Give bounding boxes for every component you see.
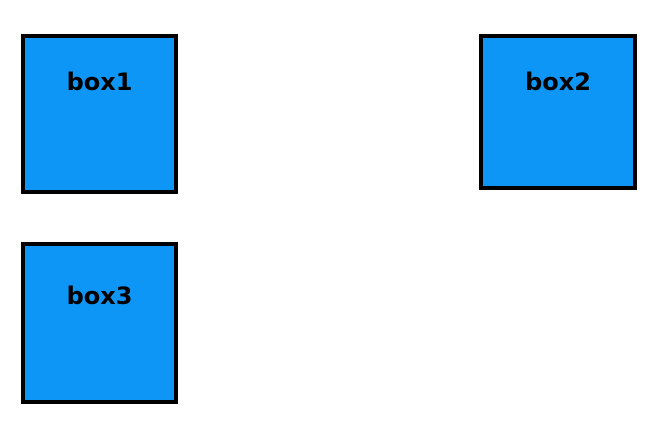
box-box1[interactable]: box1	[21, 34, 178, 194]
box-label-box3: box3	[66, 282, 133, 310]
box-box3[interactable]: box3	[21, 242, 178, 404]
box-label-box1: box1	[66, 68, 133, 96]
box-box2[interactable]: box2	[479, 34, 637, 190]
box-label-box2: box2	[525, 68, 591, 96]
